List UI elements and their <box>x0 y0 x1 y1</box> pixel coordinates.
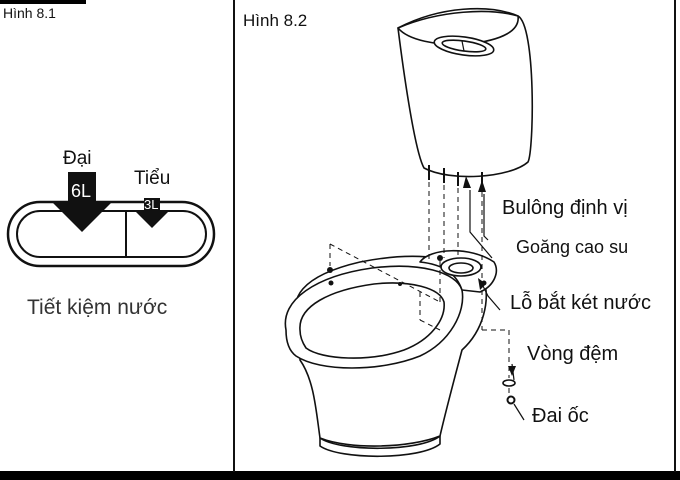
figure-2-title: Hình 8.2 <box>243 11 308 30</box>
toilet-bowl-inner <box>299 282 445 359</box>
right-border <box>674 0 676 472</box>
panel-divider <box>233 0 235 472</box>
full-flush-arrow <box>52 172 112 232</box>
nut <box>506 395 516 405</box>
flush-plate-inner <box>16 210 207 258</box>
part-label-nut: Đai ốc <box>532 405 589 427</box>
part-label-tank-mount-hole: Lỗ bắt két nước <box>510 292 652 314</box>
full-flush-label: Đại <box>63 148 92 169</box>
cistern-lid <box>397 10 519 46</box>
half-flush-label: Tiểu <box>134 168 171 189</box>
washer <box>502 379 516 387</box>
flush-button-inner <box>441 39 487 53</box>
half-flush-volume: 3L <box>144 197 159 212</box>
figure-1-title: Hình 8.1 <box>3 5 56 21</box>
part-label-positioning-bolt: Bulông định vị <box>502 197 628 219</box>
part-label-rubber-gasket: Goăng cao su <box>516 237 629 257</box>
full-flush-volume: 6L <box>71 181 92 201</box>
water-saving-caption: Tiết kiệm nước <box>27 296 168 319</box>
top-strip <box>0 0 86 4</box>
half-flush-arrow <box>136 198 168 228</box>
part-label-washer: Vòng đệm <box>527 343 619 365</box>
cistern-tank <box>397 7 534 178</box>
